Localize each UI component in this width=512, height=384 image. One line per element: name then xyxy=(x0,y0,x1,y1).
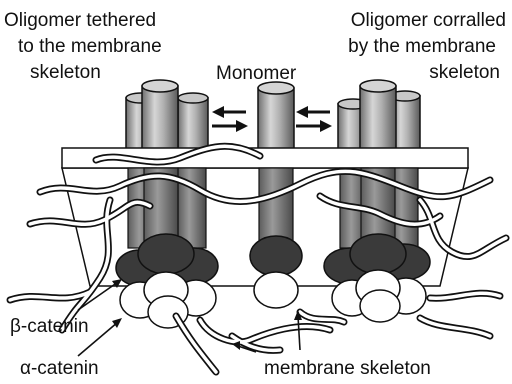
right-title-line2: by the membrane xyxy=(348,36,496,57)
monomer-label: Monomer xyxy=(216,63,297,84)
left-title-line1: Oligomer tethered xyxy=(4,10,156,31)
alpha-catenin-monomer xyxy=(254,272,298,308)
exchange-arrows-left xyxy=(212,106,248,132)
right-title-line3: skeleton xyxy=(429,62,500,83)
beta-catenin-label: β-catenin xyxy=(10,316,89,337)
exchange-arrows-right xyxy=(296,106,332,132)
membrane-skeleton-label: membrane skeleton xyxy=(264,358,431,379)
right-oligomer-upper xyxy=(338,80,420,150)
beta-catenin-monomer xyxy=(250,236,302,276)
monomer-upper xyxy=(258,82,294,150)
alpha-catenin-label: α-catenin xyxy=(20,358,99,379)
right-title-line1: Oligomer corralled xyxy=(351,10,506,31)
left-title-line3: skeleton xyxy=(30,62,101,83)
left-oligomer-upper xyxy=(126,80,208,150)
left-title-line2: to the membrane xyxy=(18,36,162,57)
